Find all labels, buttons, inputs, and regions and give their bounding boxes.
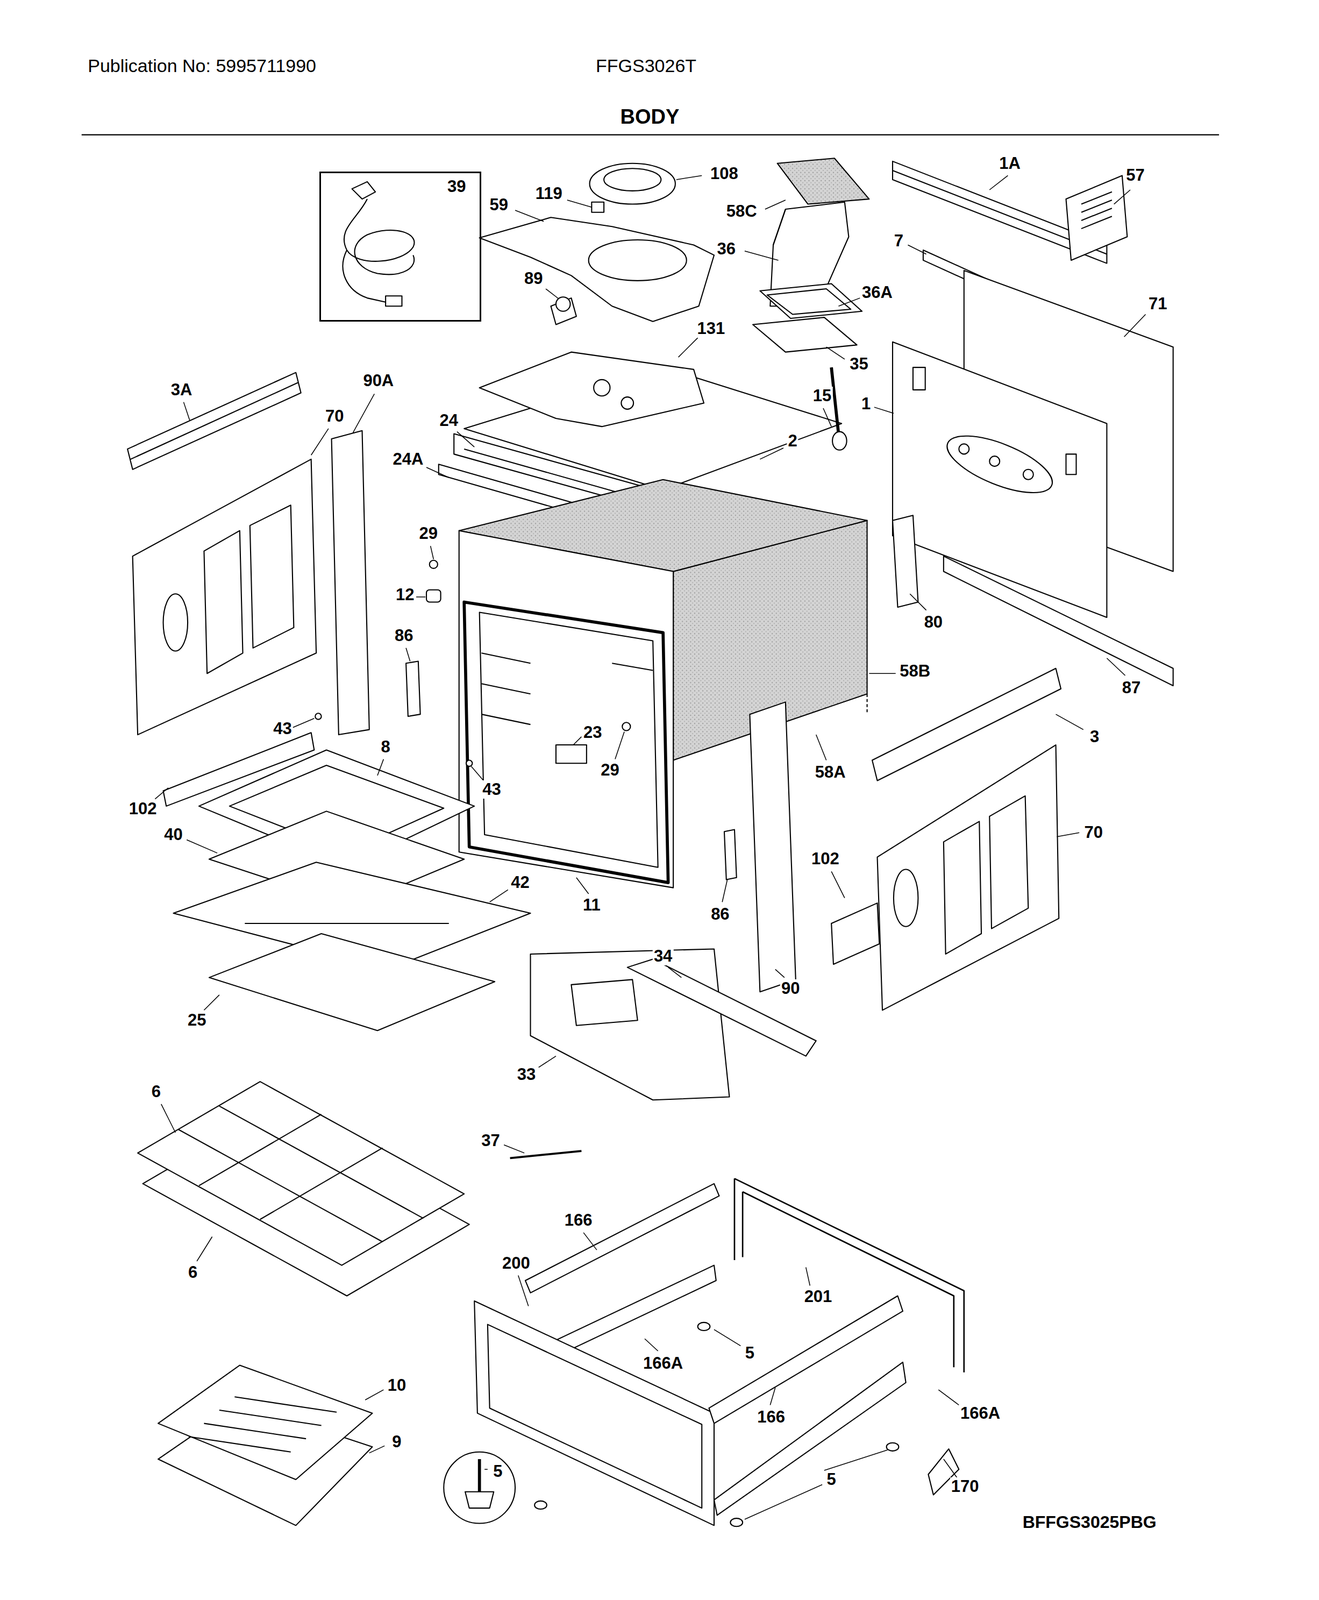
- header-text: BFFGS3025PBG: [1021, 1512, 1158, 1532]
- callout-number: 24A: [391, 450, 425, 469]
- callout-number: 3: [1088, 727, 1101, 746]
- callout-number: 43: [481, 780, 502, 799]
- inset-box: 39: [319, 171, 482, 322]
- callout-number: 29: [418, 524, 439, 543]
- callout-number: 71: [1147, 294, 1168, 313]
- callout-number: 12: [394, 585, 416, 604]
- callout-number: 58A: [814, 763, 847, 782]
- callout-number: 43: [272, 719, 293, 738]
- callout-number: 36: [716, 239, 737, 259]
- callout-number: 9: [390, 1432, 403, 1451]
- callout-number: 2: [786, 431, 798, 451]
- callout-number: 7: [893, 231, 905, 251]
- callout-number: 200: [501, 1253, 532, 1273]
- callout-number: 11: [581, 895, 602, 915]
- callout-number: 15: [811, 386, 833, 405]
- callout-number: 59: [488, 195, 509, 215]
- callout-number: 89: [523, 269, 544, 288]
- callout-number: 1: [860, 394, 872, 413]
- callout-number: 5: [744, 1343, 756, 1363]
- leader-lines: [154, 175, 1146, 1520]
- callout-number: 119: [534, 184, 564, 203]
- callout-number: 8: [379, 737, 391, 757]
- callout-number: 37: [480, 1131, 501, 1150]
- callout-number: 166: [563, 1210, 594, 1230]
- callout-number: 42: [509, 873, 531, 892]
- callout-number: 108: [709, 164, 740, 183]
- header-text: FFGS3026T: [594, 56, 698, 77]
- callout-number: 3A: [169, 380, 194, 399]
- callout-number: 86: [709, 904, 731, 924]
- callout-number: 201: [803, 1287, 834, 1306]
- callout-number: 87: [1121, 678, 1142, 697]
- parts: [127, 158, 1174, 1527]
- callout-number: 29: [599, 760, 620, 780]
- callout-number: 166A: [959, 1403, 1002, 1422]
- callout-number: 6: [187, 1263, 199, 1282]
- callout-number: 5: [825, 1470, 838, 1489]
- callout-number: 40: [162, 825, 184, 844]
- callout-number: 5: [492, 1462, 504, 1481]
- header-text: Publication No: 5995711990: [86, 56, 318, 77]
- callout-number: 57: [1124, 166, 1146, 185]
- callout-number: 25: [186, 1010, 208, 1030]
- callout-number: 58B: [898, 661, 932, 681]
- callout-number: 39: [446, 177, 467, 196]
- callout-number: 90: [780, 979, 801, 998]
- callout-number: 166: [756, 1407, 787, 1427]
- callout-number: 6: [150, 1082, 162, 1101]
- callout-number: 86: [393, 626, 415, 645]
- callout-number: 90A: [361, 371, 395, 390]
- callout-number: 58C: [725, 202, 759, 221]
- callout-number: 34: [652, 946, 674, 966]
- callout-number: 24: [438, 411, 459, 430]
- diagram-title: BODY: [619, 105, 681, 129]
- callout-number: 166A: [642, 1353, 684, 1373]
- callout-number: 1A: [997, 153, 1022, 173]
- callout-number: 80: [923, 612, 944, 632]
- callout-number: 170: [950, 1477, 981, 1496]
- callout-number: 23: [582, 723, 603, 742]
- header-rule: [81, 133, 1219, 135]
- callout-number: 33: [516, 1065, 537, 1084]
- callout-number: 102: [127, 799, 159, 818]
- callout-number: 35: [848, 354, 869, 374]
- callout-number: 70: [324, 407, 345, 426]
- callout-number: 36A: [860, 283, 894, 302]
- callout-number: 102: [810, 849, 841, 868]
- callout-number: 70: [1082, 823, 1104, 842]
- callout-number: 131: [695, 319, 726, 338]
- callout-number: 10: [386, 1375, 408, 1395]
- power-cord: [343, 181, 415, 306]
